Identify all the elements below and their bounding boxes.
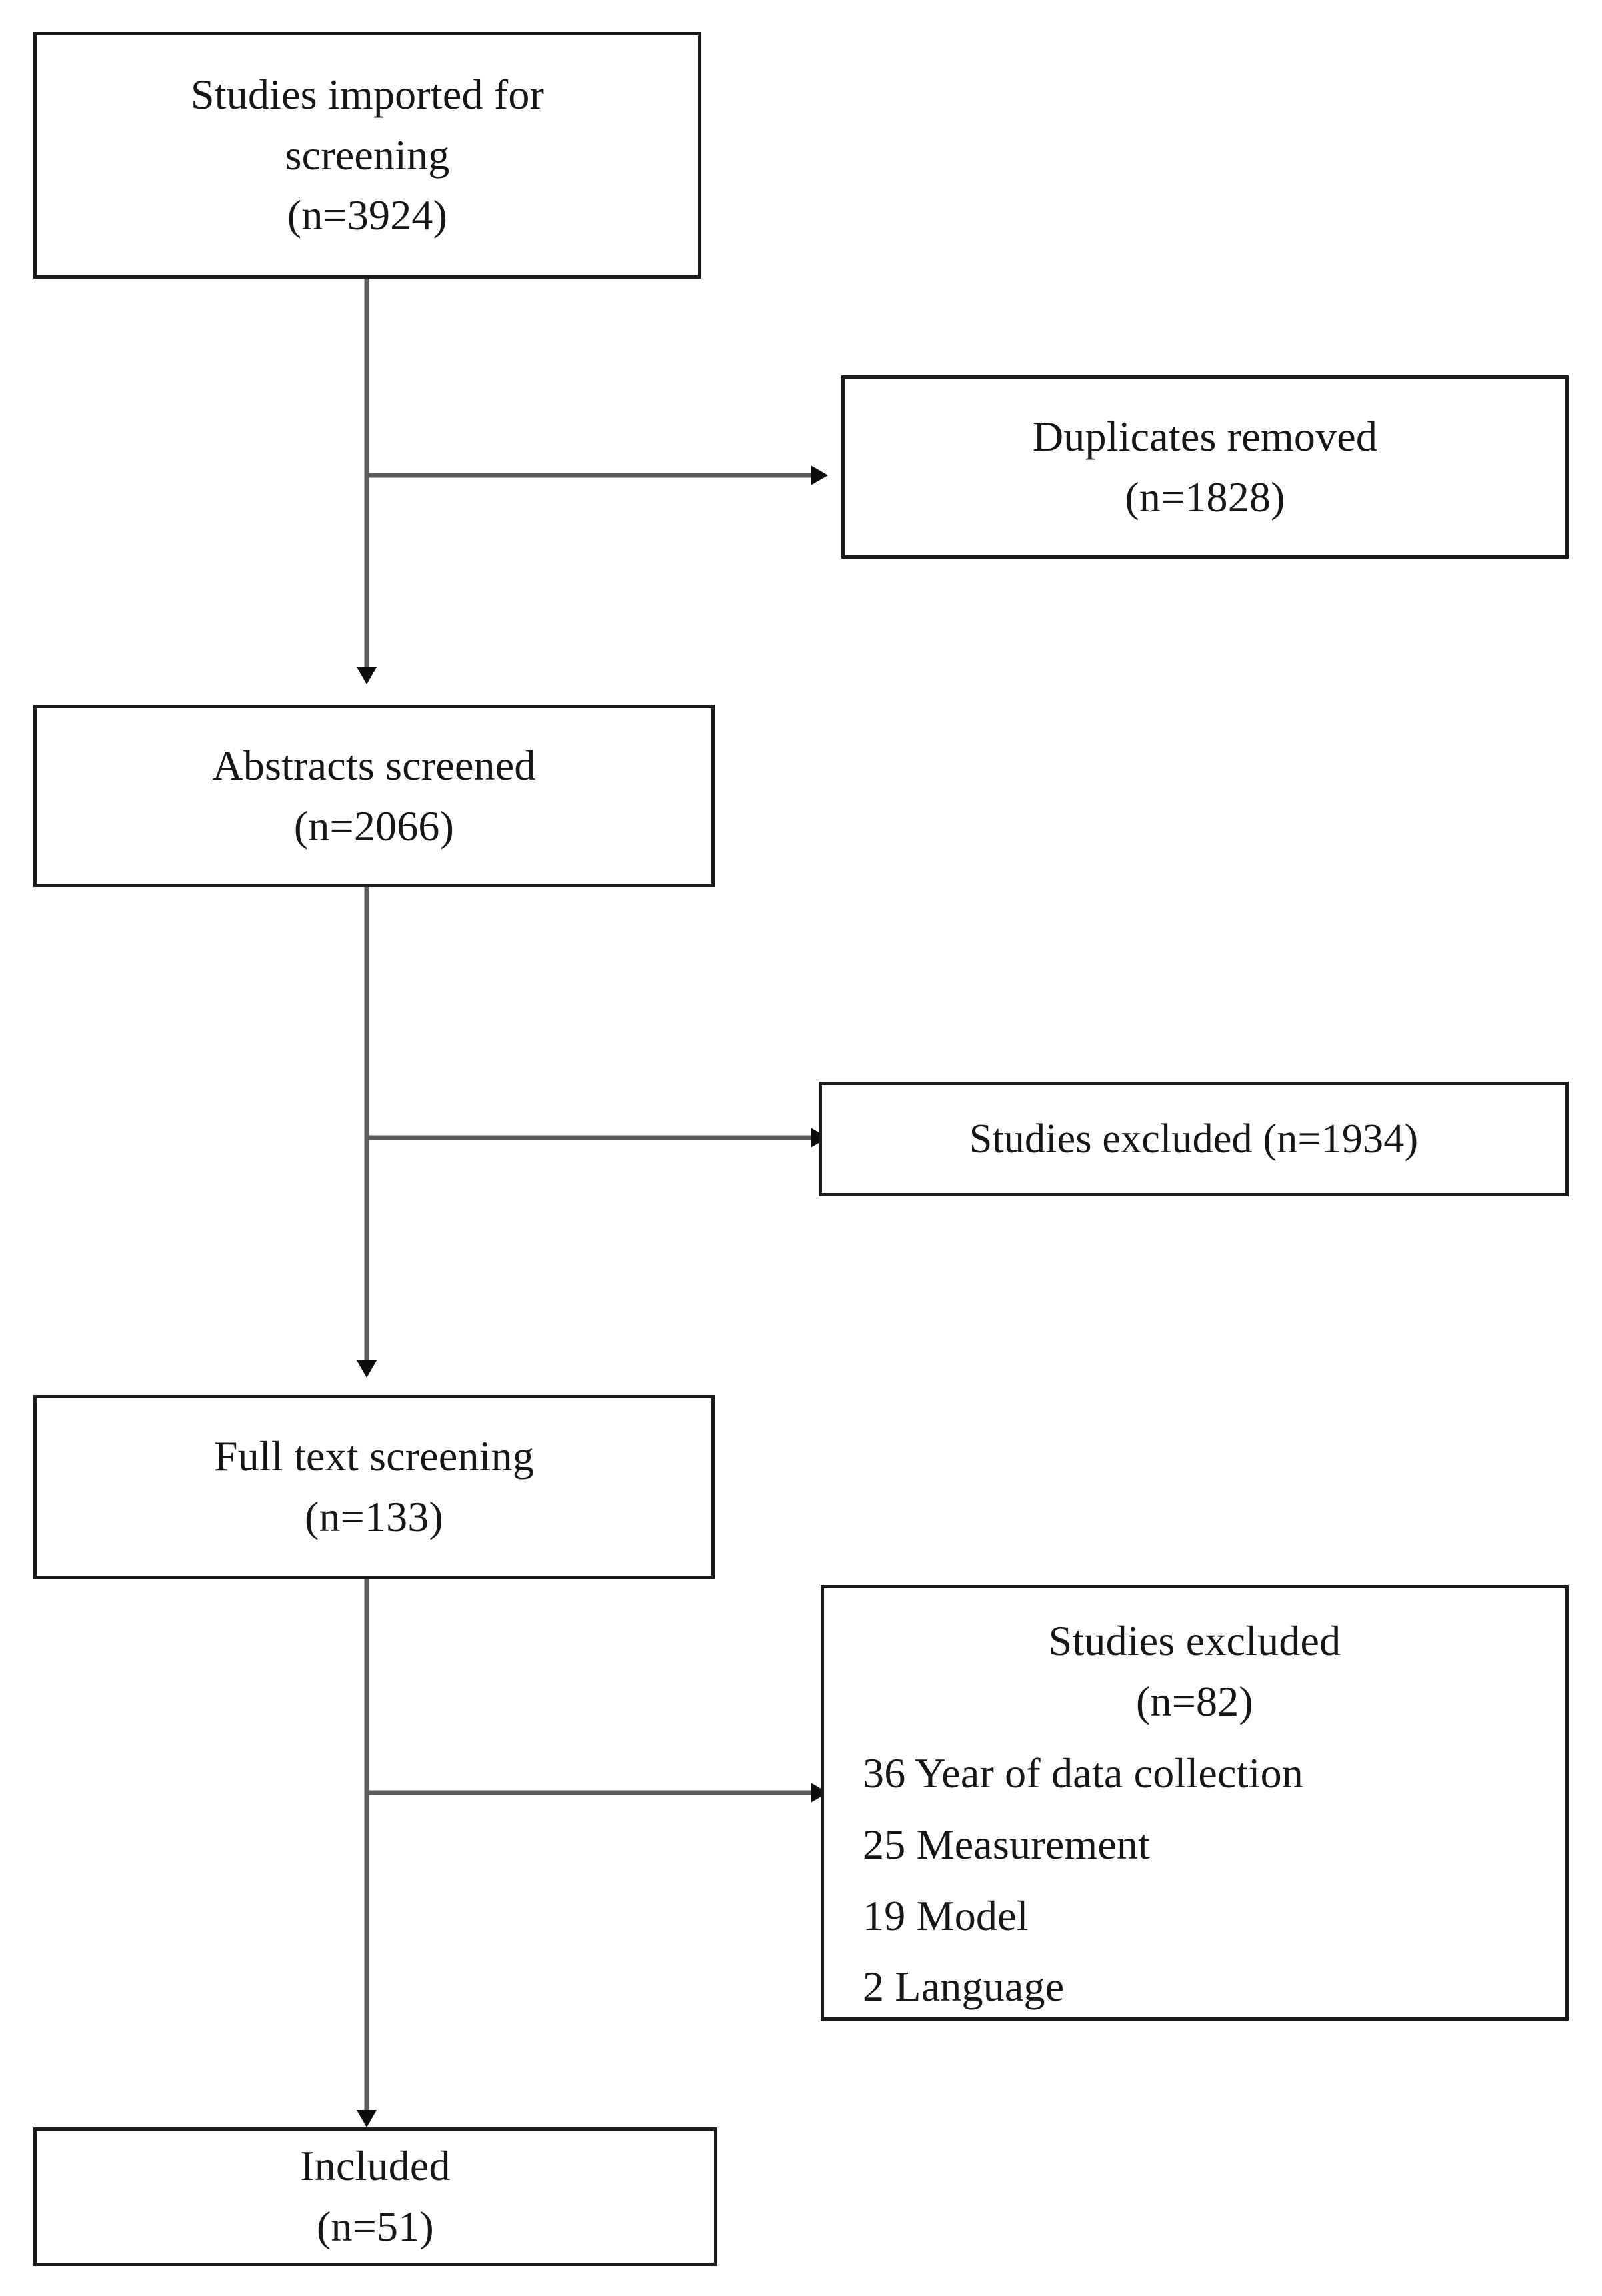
exclusion-reason-year-of-data-collection: 36 Year of data collection — [863, 1749, 1304, 1797]
abstracts-screened-count: (n=2066) — [293, 802, 455, 850]
exclusion-reason-language: 2 Language — [863, 1963, 1065, 2011]
included-box: Included (n=51) — [33, 2127, 717, 2266]
included-count: (n=51) — [317, 2203, 434, 2250]
studies-excluded-abstracts-box: Studies excluded (n=1934) — [819, 1082, 1569, 1196]
full-text-screening-count: (n=133) — [304, 1493, 444, 1540]
included-label: Included — [300, 2142, 451, 2190]
studies-imported-line-2: screening — [285, 131, 450, 179]
studies-excluded-fulltext-count: (n=82) — [1136, 1677, 1253, 1725]
exclusion-reason-model: 19 Model — [863, 1891, 1029, 1939]
full-text-screening-box: Full text screening (n=133) — [33, 1395, 715, 1579]
studies-excluded-abstracts-label: Studies excluded (n=1934) — [969, 1116, 1419, 1162]
duplicates-removed-count: (n=1828) — [1125, 473, 1285, 521]
abstracts-screened-label: Abstracts screened — [212, 741, 536, 789]
studies-imported-count: (n=3924) — [287, 191, 448, 239]
studies-excluded-fulltext-box: Studies excluded (n=82) 36 Year of data … — [821, 1585, 1569, 2021]
studies-excluded-fulltext-label: Studies excluded — [1048, 1617, 1341, 1664]
duplicates-removed-box: Duplicates removed (n=1828) — [841, 375, 1569, 559]
duplicates-removed-label: Duplicates removed — [1032, 412, 1378, 460]
full-text-screening-label: Full text screening — [213, 1432, 535, 1480]
studies-imported-line-1: Studies imported for — [190, 70, 545, 118]
abstracts-screened-box: Abstracts screened (n=2066) — [33, 705, 715, 887]
exclusion-reason-measurement: 25 Measurement — [863, 1820, 1151, 1868]
studies-imported-box: Studies imported for screening (n=3924) — [33, 32, 701, 279]
